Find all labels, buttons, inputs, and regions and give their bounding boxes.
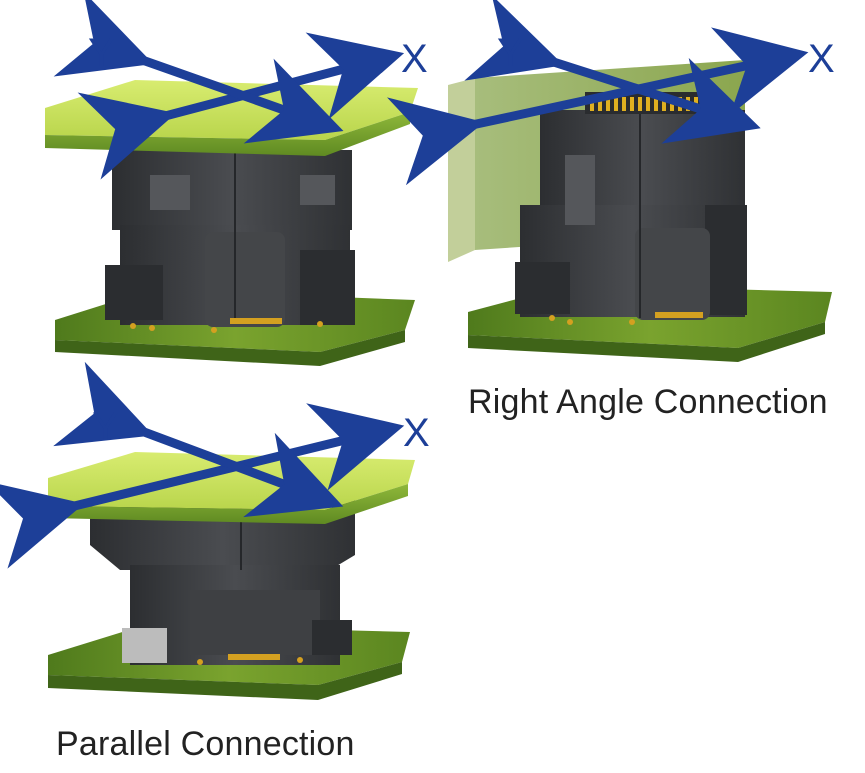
axis-label-y: Y — [92, 405, 119, 449]
axis-label-x: X — [401, 37, 428, 81]
axis-arrows — [0, 361, 405, 569]
y-axis-arrow — [53, 361, 344, 518]
axis-label-y: Y — [497, 31, 524, 75]
connector-body — [515, 92, 747, 320]
axis-arrows — [386, 0, 809, 186]
figure-parallel-top: Y X — [45, 0, 428, 366]
axis-arrows — [53, 0, 405, 180]
y-axis-arrow — [53, 0, 344, 144]
connector-body — [105, 150, 355, 327]
figure-parallel-bottom: Y X — [0, 361, 430, 700]
axis-label-x: X — [403, 411, 430, 455]
axis-label-x: X — [808, 37, 835, 81]
pin-row — [130, 318, 323, 333]
connector-body — [90, 500, 355, 665]
pin-row — [549, 312, 703, 325]
y-axis-arrow — [464, 0, 761, 144]
caption-parallel-connection: Parallel Connection — [56, 725, 355, 763]
caption-right-angle-connection: Right Angle Connection — [468, 383, 828, 421]
figure-right-angle: Y X — [386, 0, 835, 362]
axis-label-y: Y — [88, 31, 115, 75]
pin-row — [197, 654, 303, 665]
